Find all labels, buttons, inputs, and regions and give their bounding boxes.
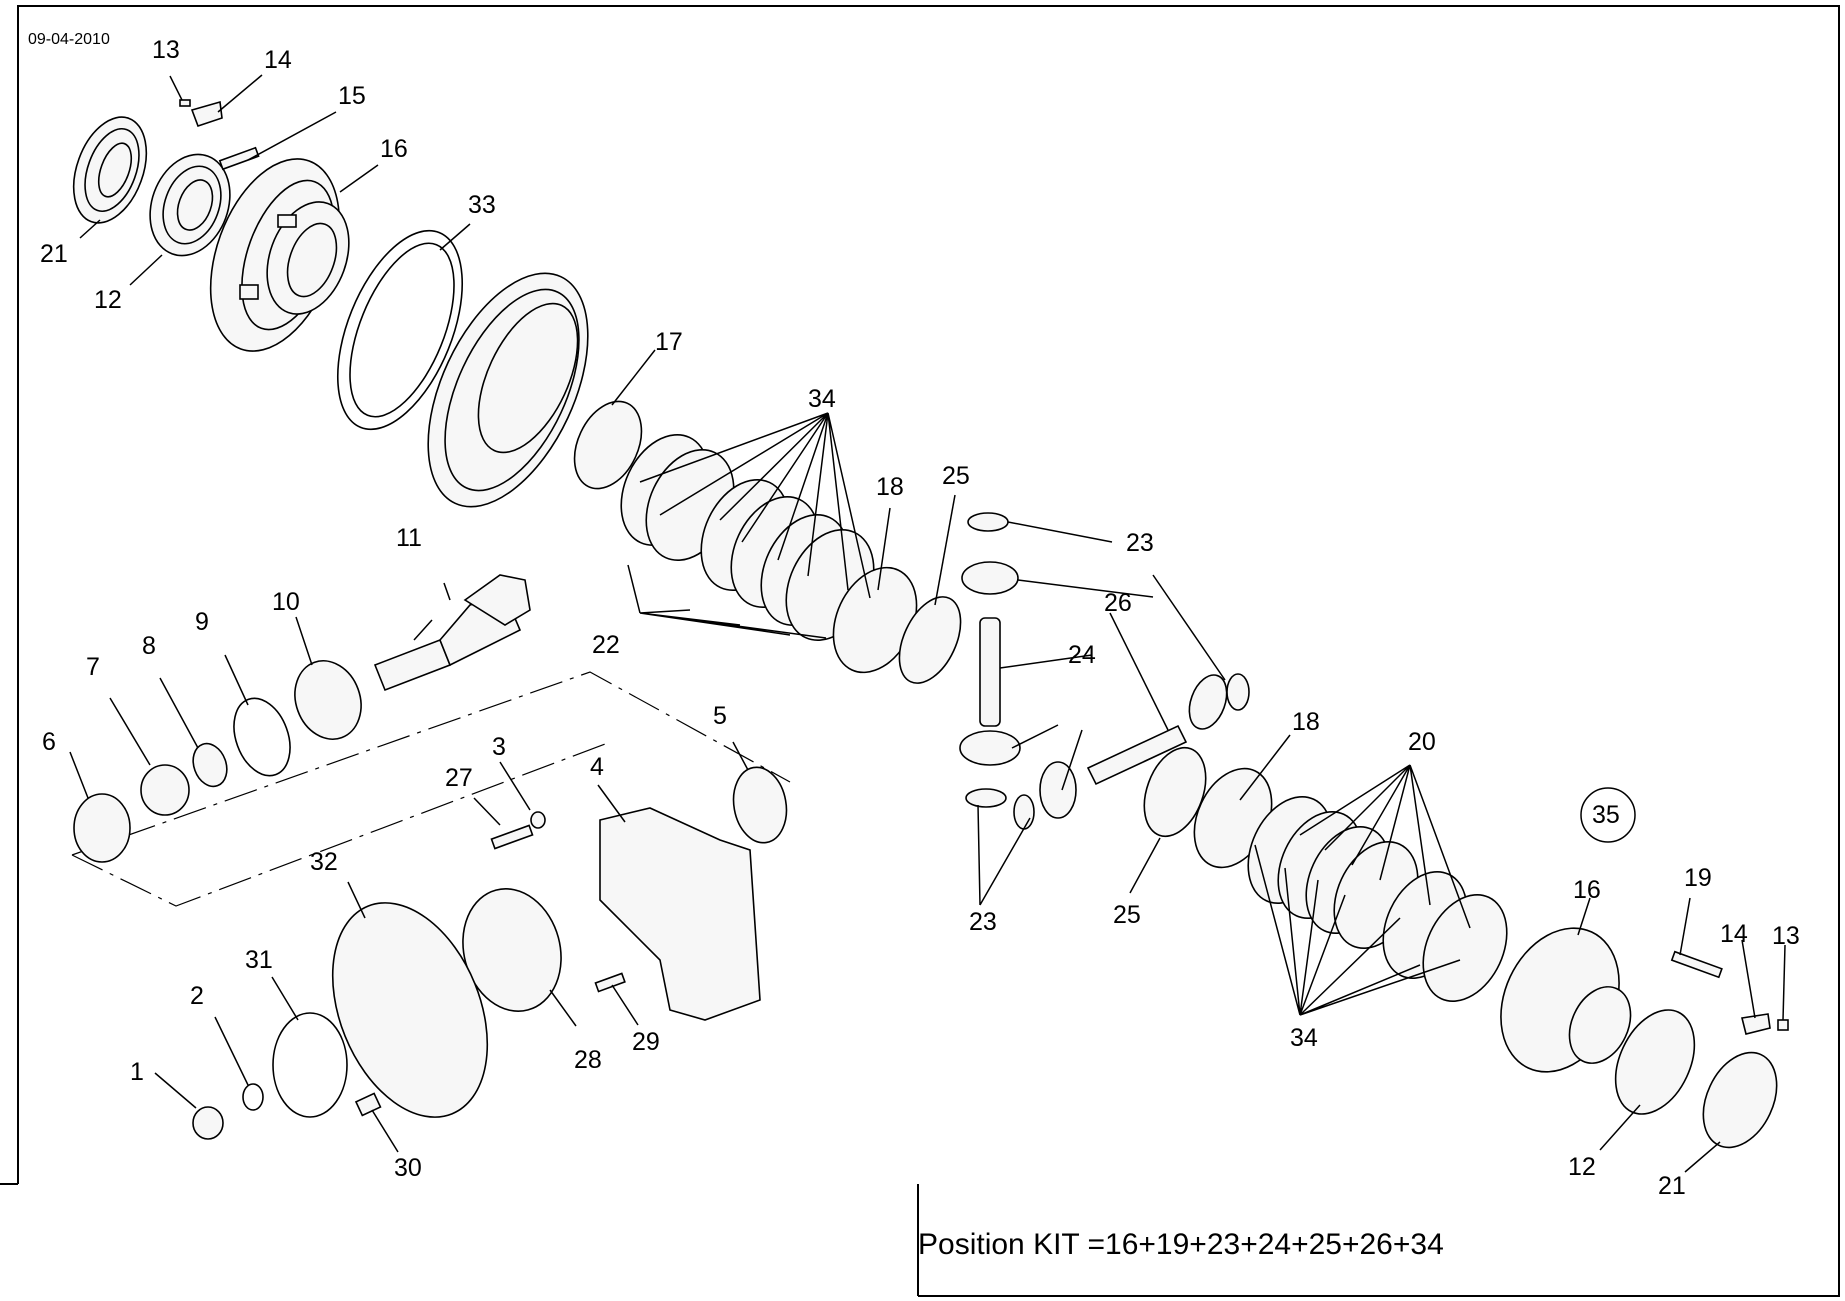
part-21-bearing-cup-right [1702, 1051, 1778, 1149]
part-17-washer [573, 400, 643, 490]
part-24-cross-shaft-diagonal [1086, 724, 1188, 786]
callout-16-top: 16 [380, 135, 408, 163]
part-16-differential-case-left [209, 158, 350, 352]
callout-3: 3 [492, 733, 506, 761]
drawing-frame [0, 5, 1840, 1297]
callout-5: 5 [713, 702, 727, 730]
callout-23-bottom: 23 [969, 908, 997, 936]
callout-15: 15 [338, 82, 366, 110]
part-19-bolt [1670, 950, 1723, 979]
callout-14-top: 14 [264, 46, 292, 74]
part-34-clutch-disc-stack-upper [620, 433, 875, 642]
part-23-washer-bottom [965, 788, 1007, 808]
date-stamp: 09-04-2010 [28, 31, 110, 48]
callout-18-top: 18 [876, 473, 904, 501]
part-1-nut [192, 1106, 224, 1140]
part-10-bearing [294, 660, 362, 740]
callout-2: 2 [190, 982, 204, 1010]
part-21-bearing-cup-left [72, 116, 148, 224]
callout-13-top: 13 [152, 36, 180, 64]
part-3-washer [530, 811, 546, 829]
part-13-screw-right [1777, 1019, 1789, 1031]
part-33-gasket [336, 229, 464, 431]
part-25-side-gear-upper [898, 596, 962, 684]
callout-14-bottom: 14 [1720, 920, 1748, 948]
callout-17: 17 [655, 328, 683, 356]
part-13-14-15-fasteners-left [179, 99, 260, 171]
part-11-pinion-shaft [373, 574, 531, 692]
callout-25-bottom: 25 [1113, 901, 1141, 929]
assembly-outline [71, 671, 791, 907]
callout-11: 11 [396, 524, 422, 552]
callout-35-circle [1580, 787, 1636, 843]
part-23-washer-right [1226, 673, 1250, 711]
callout-25-top: 25 [942, 462, 970, 490]
part-9-shim-ring [233, 697, 291, 777]
callout-34-bottom: 34 [1290, 1024, 1318, 1052]
callout-7: 7 [86, 653, 100, 681]
part-26-pinion-bottom [959, 730, 1021, 766]
part-11-ring-gear [427, 272, 589, 508]
callout-1: 1 [130, 1058, 144, 1086]
callout-30: 30 [394, 1154, 422, 1182]
part-24-cross-shaft-vertical [979, 617, 1001, 727]
callout-24: 24 [1068, 641, 1096, 669]
callout-4: 4 [590, 753, 604, 781]
part-26-pinion-middle [1039, 761, 1077, 819]
part-6-bearing [73, 793, 131, 863]
callout-13-bottom: 13 [1772, 922, 1800, 950]
part-26-pinion-right [1188, 674, 1228, 730]
callout-8: 8 [142, 632, 156, 660]
callout-33: 33 [468, 191, 496, 219]
callout-12-bottom: 12 [1568, 1153, 1596, 1181]
part-8-circlip [192, 742, 228, 788]
part-16-differential-case-right [1500, 927, 1632, 1073]
part-31-o-ring [272, 1012, 348, 1118]
part-23-washer-middle [1013, 794, 1035, 830]
callout-32: 32 [310, 848, 338, 876]
callout-35: 35 [1592, 801, 1620, 829]
callout-18-bottom: 18 [1292, 708, 1320, 736]
callout-27: 27 [445, 764, 473, 792]
part-26-pinion-top [961, 561, 1019, 595]
part-12-bearing-right [1614, 1009, 1696, 1115]
part-20-clutch-disc-stack-lower [1247, 795, 1508, 1003]
callout-26-top: 26 [1104, 589, 1132, 617]
part-12-bearing-left [149, 153, 231, 257]
callout-labels: 13 14 15 16 33 21 12 17 34 18 25 23 11 2… [40, 36, 1800, 1200]
part-29-bolt [594, 972, 626, 993]
callout-23-top: 23 [1126, 529, 1154, 557]
callout-20: 20 [1408, 728, 1436, 756]
callout-29: 29 [632, 1028, 660, 1056]
kit-note: Position KIT =16+19+23+24+25+26+34 [918, 1228, 1444, 1261]
callout-10: 10 [272, 588, 300, 616]
part-32-brake-disc [331, 902, 489, 1118]
part-4-bracket [599, 807, 761, 1021]
part-14-lock-tab-right [1741, 1013, 1771, 1035]
callout-9: 9 [195, 608, 209, 636]
callout-19: 19 [1684, 864, 1712, 892]
callout-21-bottom: 21 [1658, 1172, 1686, 1200]
part-5-seal [732, 766, 788, 844]
leader-lines [69, 74, 1786, 1173]
part-2-o-ring [242, 1083, 264, 1111]
part-23-washer-top [967, 512, 1009, 532]
callout-28: 28 [574, 1046, 602, 1074]
callout-21-top: 21 [40, 240, 68, 268]
callout-31: 31 [245, 946, 273, 974]
callout-22: 22 [592, 631, 620, 659]
callout-34-top: 34 [808, 385, 836, 413]
part-27-bolt [490, 824, 534, 850]
callout-6: 6 [42, 728, 56, 756]
callout-16-bottom: 16 [1573, 876, 1601, 904]
part-30-bolt [354, 1092, 382, 1117]
part-7-spacer [140, 764, 190, 816]
callout-12-top: 12 [94, 286, 122, 314]
